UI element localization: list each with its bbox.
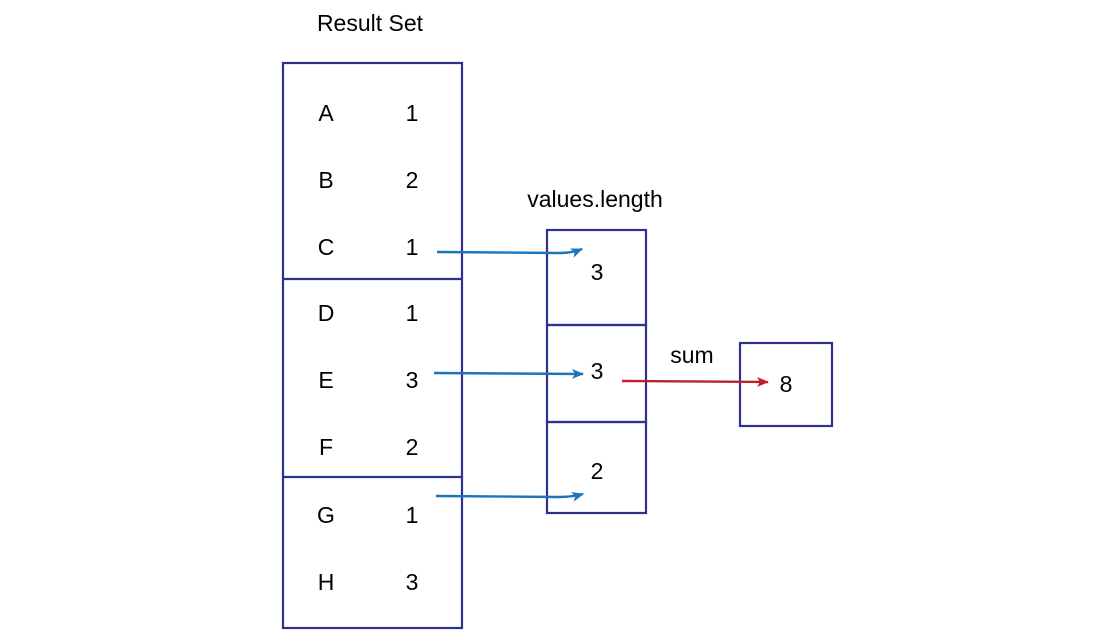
sum-label: sum (670, 342, 713, 368)
result-row: D 1 (318, 300, 419, 326)
row-value: 2 (406, 167, 419, 193)
row-value: 2 (406, 434, 419, 460)
row-key: G (317, 502, 335, 528)
row-key: A (318, 100, 334, 126)
row-key: D (318, 300, 335, 326)
sum-arrow (621, 376, 769, 387)
map-arrow (435, 492, 584, 502)
row-value: 1 (406, 502, 419, 528)
row-value: 3 (406, 367, 419, 393)
sum-result-value: 8 (780, 371, 793, 397)
result-row: C 1 (318, 234, 419, 260)
result-row: A 1 (318, 100, 418, 126)
row-value: 1 (406, 100, 419, 126)
result-row: F 2 (319, 434, 418, 460)
row-value: 1 (406, 234, 419, 260)
result-row: E 3 (318, 367, 418, 393)
sum-result-box (738, 341, 834, 428)
map-arrow (433, 368, 584, 379)
result-row: B 2 (318, 167, 418, 193)
values-length-title: values.length (527, 186, 663, 212)
row-key: C (318, 234, 335, 260)
result-set-box (281, 61, 464, 630)
values-length-value: 3 (591, 259, 604, 285)
values-length-cell (545, 420, 648, 515)
row-key: F (319, 434, 333, 460)
row-value: 1 (406, 300, 419, 326)
result-row: H 3 (318, 569, 419, 595)
values-length-value: 2 (591, 458, 604, 484)
result-row: G 1 (317, 502, 418, 528)
result-set-title: Result Set (317, 10, 424, 36)
values-length-value: 3 (591, 358, 604, 384)
row-key: H (318, 569, 335, 595)
row-key: B (318, 167, 333, 193)
map-arrow (436, 247, 583, 258)
row-value: 3 (406, 569, 419, 595)
row-key: E (318, 367, 333, 393)
